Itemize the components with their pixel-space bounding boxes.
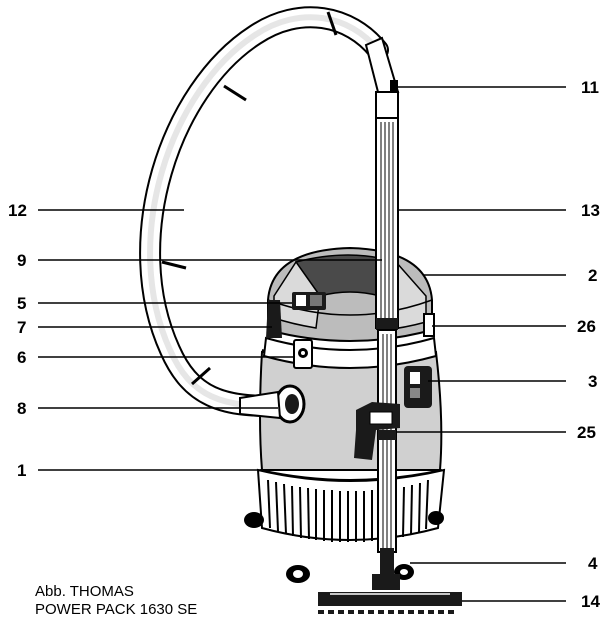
callout-14: 14 xyxy=(581,592,600,611)
callout-11: 11 xyxy=(581,78,599,97)
switch-panel xyxy=(292,292,326,310)
hose-handle xyxy=(364,36,400,123)
caption-line-2: POWER PACK 1630 SE xyxy=(35,601,198,618)
caption-line-1: Abb. THOMAS xyxy=(35,583,134,600)
callout-7: 7 xyxy=(17,318,27,337)
callout-4: 4 xyxy=(588,554,598,573)
floor-nozzle xyxy=(318,574,462,614)
callout-2: 2 xyxy=(588,266,598,285)
base-grille xyxy=(256,468,446,542)
callout-13: 13 xyxy=(581,201,600,220)
callout-12: 12 xyxy=(8,201,27,220)
cable-outlet xyxy=(423,313,435,337)
callout-3: 3 xyxy=(588,372,598,391)
tube-clip xyxy=(354,402,400,460)
hose-inlet xyxy=(239,384,306,424)
callout-1: 1 xyxy=(17,461,27,480)
suction-tube xyxy=(375,117,399,576)
callout-25: 25 xyxy=(577,423,596,442)
side-accessory xyxy=(404,366,432,408)
callout-8: 8 xyxy=(17,399,27,418)
callout-6: 6 xyxy=(17,348,27,367)
leader-lines xyxy=(38,86,566,602)
castor-wheels xyxy=(244,511,444,583)
carry-handle xyxy=(266,300,282,338)
lid-latch xyxy=(293,339,313,369)
callout-9: 9 xyxy=(17,251,27,270)
suction-hose xyxy=(139,6,389,417)
figure-caption: Abb. THOMAS POWER PACK 1630 SE xyxy=(35,583,197,619)
callout-5: 5 xyxy=(17,294,27,313)
callout-26: 26 xyxy=(577,317,596,336)
